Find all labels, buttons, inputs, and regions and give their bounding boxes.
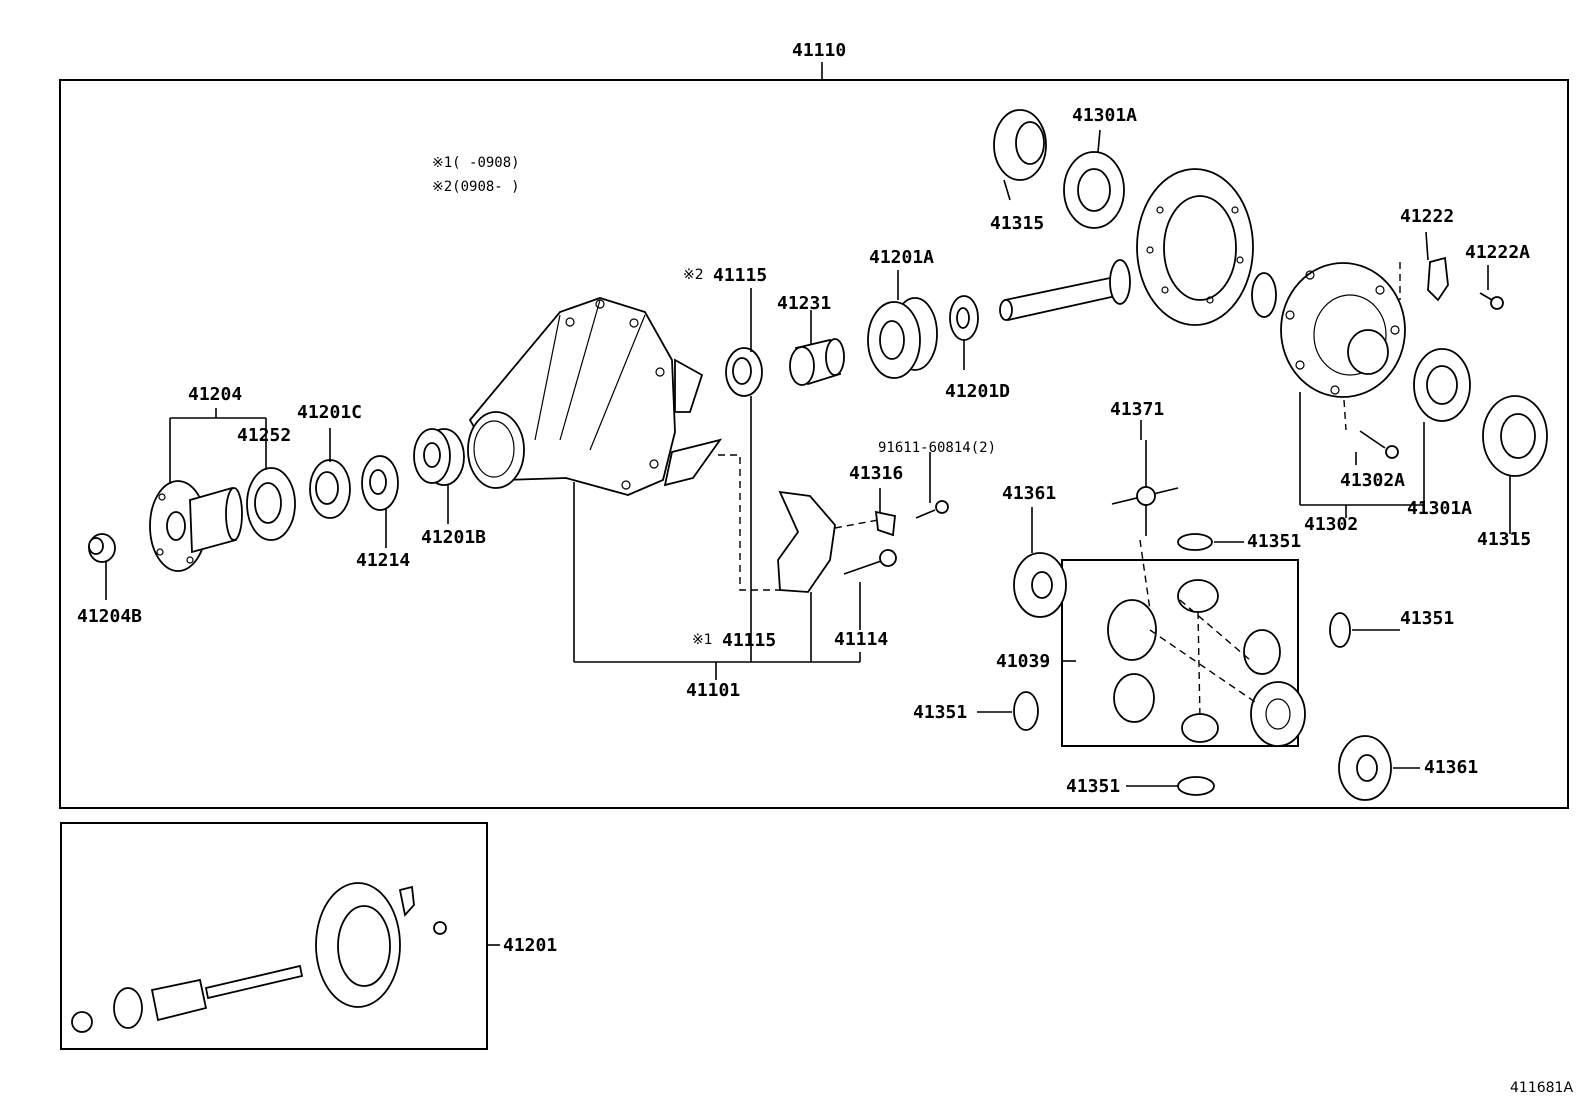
label-41114: 41114 <box>834 629 888 650</box>
bearing-41201C <box>309 459 351 519</box>
label-41115-bottom-mark: ※1 <box>692 632 713 648</box>
adjusting-lock-41316 <box>874 510 896 537</box>
bolt-41114 <box>843 549 897 575</box>
label-41201C: 41201C <box>297 402 362 423</box>
label-41115-top-mark: ※2 <box>683 267 704 283</box>
bearing-41201B <box>413 428 465 486</box>
bolt-91611 <box>915 500 949 519</box>
label-41302A: 41302A <box>1340 470 1405 491</box>
label-41204B: 41204B <box>77 606 142 627</box>
label-41101: 41101 <box>686 680 740 701</box>
label-41301A-top: 41301A <box>1072 105 1137 126</box>
label-41110: 41110 <box>792 40 846 61</box>
washer-41201D <box>949 295 979 341</box>
label-91611-60814: 91611-60814(2) <box>878 440 996 456</box>
washer-41214 <box>361 455 399 511</box>
ring-and-pinion-gear <box>999 168 1254 326</box>
differential-case-41302 <box>1251 262 1406 398</box>
oil-seal-41115 <box>725 347 763 397</box>
label-41039: 41039 <box>996 651 1050 672</box>
label-41252: 41252 <box>237 425 291 446</box>
pinion-kit-41201-drawing <box>71 882 447 1033</box>
label-41201B: 41201B <box>421 527 486 548</box>
label-41204: 41204 <box>188 384 242 405</box>
oil-seal-41252 <box>246 467 296 541</box>
label-41201D: 41201D <box>945 381 1010 402</box>
bearing-41301A-bottom <box>1413 348 1471 422</box>
label-41115-bottom: 41115 <box>722 630 776 651</box>
flange-nut-41204B <box>88 533 116 563</box>
label-41351-a: 41351 <box>1247 531 1301 552</box>
label-41315-bottom: 41315 <box>1477 529 1531 550</box>
label-41316: 41316 <box>849 463 903 484</box>
label-41371: 41371 <box>1110 399 1164 420</box>
leader-lines <box>105 129 1511 946</box>
label-41301A-bottom: 41301A <box>1407 498 1472 519</box>
adjusting-lock-41222 <box>1427 256 1449 302</box>
thrust-washer-41361-right <box>1338 735 1392 801</box>
companion-flange-41204 <box>149 480 243 572</box>
washer-41351-right <box>1329 612 1351 648</box>
gear-kit-frame <box>1061 559 1299 747</box>
diagram-reference-number: 411681A <box>1510 1080 1573 1096</box>
main-assembly-frame <box>59 79 1569 809</box>
note-2: ※2(0908- ) <box>432 179 520 195</box>
label-41302: 41302 <box>1304 514 1358 535</box>
dashed-guides <box>718 262 1401 611</box>
gear-kit-41039-gears <box>1107 579 1306 747</box>
bearing-cup-41315-bottom <box>1482 395 1548 477</box>
label-41222A: 41222A <box>1465 242 1530 263</box>
washer-41351-left <box>1013 691 1039 731</box>
label-41351-right: 41351 <box>1400 608 1454 629</box>
washer-41351-bottom <box>1177 776 1215 796</box>
label-41222: 41222 <box>1400 206 1454 227</box>
bearing-cup-41315-top <box>993 109 1047 181</box>
washer-41351-a <box>1177 533 1213 551</box>
bearing-cap <box>777 490 836 593</box>
label-41361-left: 41361 <box>1002 483 1056 504</box>
thrust-washer-41361-left <box>1013 552 1067 618</box>
bolt-41302A <box>1359 430 1399 459</box>
label-41115-top: 41115 <box>713 265 767 286</box>
bearing-41301A-top <box>1063 151 1125 229</box>
bolt-41222A <box>1479 292 1504 310</box>
label-41231: 41231 <box>777 293 831 314</box>
note-1: ※1( -0908) <box>432 155 520 171</box>
label-41214: 41214 <box>356 550 410 571</box>
pinion-shaft-41371 <box>1111 440 1179 536</box>
label-41201: 41201 <box>503 935 557 956</box>
label-41351-left: 41351 <box>913 702 967 723</box>
carrier-housing-41101 <box>467 297 723 496</box>
label-41201A: 41201A <box>869 247 934 268</box>
label-41351-bottom: 41351 <box>1066 776 1120 797</box>
pinion-kit-frame <box>60 822 488 1050</box>
label-41315-top: 41315 <box>990 213 1044 234</box>
spacer-41231 <box>789 338 845 386</box>
bearing-41201A <box>867 297 938 379</box>
label-41361-right: 41361 <box>1424 757 1478 778</box>
